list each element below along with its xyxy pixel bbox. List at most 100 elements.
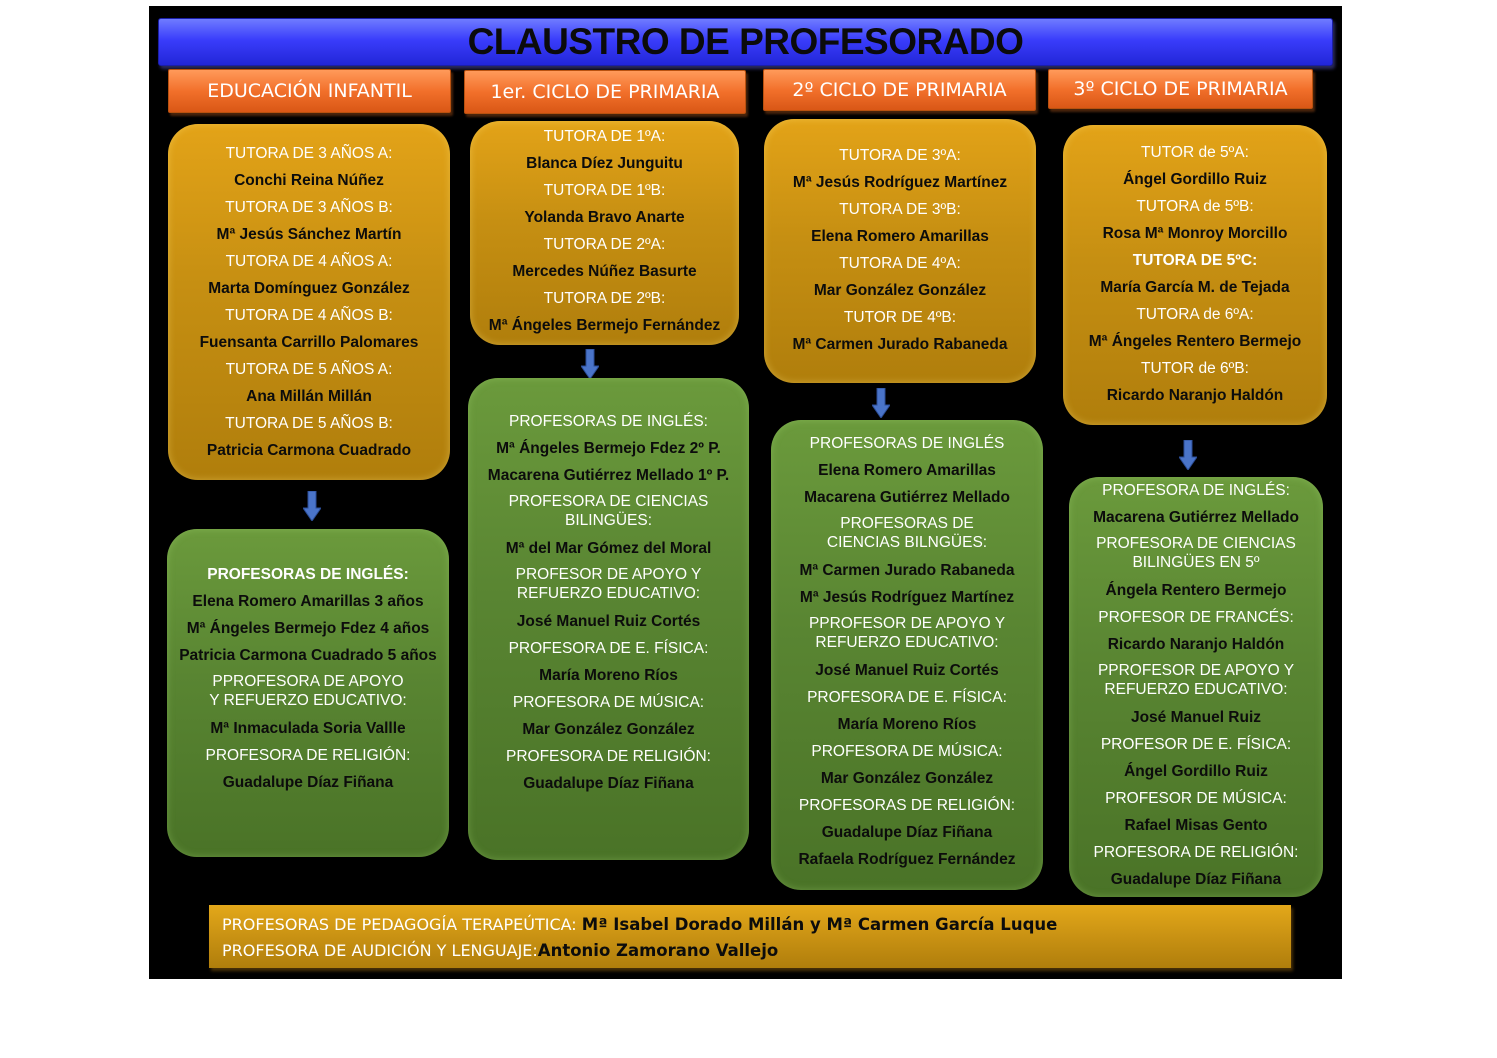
role-label: PROFESORAS DE CIENCIAS BILNGÜES: <box>826 515 988 551</box>
title-banner: CLAUSTRO DE PROFESORADO <box>158 18 1333 66</box>
down-arrow-icon <box>872 388 890 418</box>
teacher-name: Elena Romero Amarillas 3 años <box>192 593 424 610</box>
role-label: TUTORA DE 3ºB: <box>839 201 961 218</box>
role-label: PROFESORA DE MÚSICA: <box>512 694 705 711</box>
role-label: TUTORA DE 5 AÑOS A: <box>225 361 393 378</box>
teacher-name: Mª Ángeles Bermejo Fdez 2º P. <box>496 440 721 457</box>
teacher-name: Mar González González <box>820 770 994 787</box>
role-label: PROFESORAS DE RELIGIÓN: <box>798 797 1016 814</box>
teacher-name: Mª Inmaculada Soria Vallle <box>210 720 406 737</box>
teacher-name: José Manuel Ruiz Cortés <box>516 613 701 630</box>
role-label: PROFESORA DE MÚSICA: <box>811 743 1003 760</box>
teacher-name: Mª Carmen Jurado Rabaneda <box>799 562 1015 579</box>
teacher-name: Mª Ángeles Bermejo Fernández <box>488 317 721 334</box>
role-label: PROFESORA DE RELIGIÓN: <box>1093 844 1299 861</box>
teacher-name: Yolanda Bravo Anarte <box>524 209 685 226</box>
teacher-name: Macarena Gutiérrez Mellado <box>1093 509 1299 526</box>
teacher-name: Elena Romero Amarillas <box>811 228 989 245</box>
role-label: PROFESOR DE MÚSICA: <box>1105 790 1287 807</box>
tutors-panel-tercer-ciclo: TUTOR de 5ºA: Ángel Gordillo Ruiz TUTORA… <box>1063 125 1327 425</box>
teacher-name: José Manuel Ruiz Cortés <box>815 662 999 679</box>
role-label: TUTOR de 6ºB: <box>1141 360 1249 377</box>
teacher-name: Mª Jesús Rodríguez Martínez <box>792 174 1008 191</box>
teacher-name: Macarena Gutiérrez Mellado 1º P. <box>487 467 730 484</box>
role-label: PROFESORA DE E. FÍSICA: <box>807 689 1007 706</box>
teacher-name: María Moreno Ríos <box>539 667 678 684</box>
tutors-panel-infantil: TUTORA DE 3 AÑOS A: Conchi Reina Núñez T… <box>168 124 450 480</box>
teacher-name: Guadalupe Díaz Fiñana <box>222 774 394 791</box>
teacher-name: Ricardo Naranjo Haldón <box>1107 636 1285 653</box>
teacher-name: Ana Millán Millán <box>246 388 372 405</box>
teacher-name: Mª del Mar Gómez del Moral <box>505 540 712 557</box>
specialists-panel-tercer-ciclo: PROFESORA DE INGLÉS: Macarena Gutiérrez … <box>1069 477 1323 897</box>
role-label: TUTORA DE 4 AÑOS A: <box>225 253 393 270</box>
teacher-name: Blanca Díez Junguitu <box>526 155 683 172</box>
role-label: TUTORA DE 4ºA: <box>839 255 961 272</box>
role-label: PPROFESORA DE APOYO Y REFUERZO EDUCATIVO… <box>209 673 407 709</box>
teacher-name: Rosa Mª Monroy Morcillo <box>1102 225 1288 242</box>
teacher-name: Macarena Gutiérrez Mellado <box>804 489 1010 506</box>
teacher-name: María García M. de Tejada <box>1100 279 1290 296</box>
role-label: TUTORA DE 1ºA: <box>543 128 666 145</box>
role-label: TUTORA DE 3ºA: <box>839 147 961 164</box>
teacher-name: María Moreno Ríos <box>837 716 977 733</box>
teacher-name: Marta Domínguez González <box>208 280 410 297</box>
teacher-name: Guadalupe Díaz Fiñana <box>523 775 694 792</box>
teacher-name: Rafaela Rodríguez Fernández <box>798 851 1016 868</box>
role-label: TUTORA DE 2ºB: <box>543 290 666 307</box>
footer-pt-line: PROFESORAS DE PEDAGOGÍA TERAPEÚTICA: Mª … <box>222 912 1291 938</box>
teacher-name: Mª Isabel Dorado Millán y Mª Carmen Garc… <box>581 915 1058 934</box>
teacher-name: Ángel Gordillo Ruiz <box>1123 171 1267 188</box>
teacher-name: Mª Ángeles Rentero Bermejo <box>1088 333 1302 350</box>
teacher-name: Mª Ángeles Bermejo Fdez 4 años <box>186 620 430 637</box>
role-label: PROFESORA DE CIENCIAS BILINGÜES: <box>508 493 709 529</box>
role-label: PROFESORA DE RELIGIÓN: <box>506 748 711 765</box>
header-educacion-infantil: EDUCACIÓN INFANTIL <box>168 69 451 113</box>
role-label: PROFESORA DE AUDICIÓN Y LENGUAJE: <box>222 941 538 960</box>
tutors-panel-primer-ciclo: TUTORA DE 1ºA: Blanca Díez Junguitu TUTO… <box>470 121 739 345</box>
tutors-panel-segundo-ciclo: TUTORA DE 3ºA: Mª Jesús Rodríguez Martín… <box>764 119 1036 383</box>
role-label: TUTORA de 6ºA: <box>1136 306 1254 323</box>
role-label: TUTORA DE 1ºB: <box>543 182 666 199</box>
teacher-name: Ángela Rentero Bermejo <box>1105 582 1287 599</box>
teacher-name: Rafael Misas Gento <box>1124 817 1268 834</box>
header-primer-ciclo: 1er. CICLO DE PRIMARIA <box>464 70 746 114</box>
specialists-panel-primer-ciclo: PROFESORAS DE INGLÉS: Mª Ángeles Bermejo… <box>468 378 749 860</box>
role-label: PROFESORAS DE PEDAGOGÍA TERAPEÚTICA: <box>222 915 577 934</box>
role-label: TUTORA DE 3 AÑOS B: <box>225 199 393 216</box>
role-label: PROFESOR DE E. FÍSICA: <box>1100 736 1292 753</box>
role-label: PROFESORA DE E. FÍSICA: <box>508 640 709 657</box>
role-label: PROFESORAS DE INGLÉS <box>809 435 1005 452</box>
role-label: PPROFESOR DE APOYO Y REFUERZO EDUCATIVO: <box>808 615 1006 651</box>
role-label: TUTORA de 5ºB: <box>1136 198 1254 215</box>
role-label: PROFESORA DE RELIGIÓN: <box>205 747 411 764</box>
chart-title: CLAUSTRO DE PROFESORADO <box>467 21 1024 62</box>
role-label: PROFESOR DE FRANCÉS: <box>1098 609 1294 626</box>
down-arrow-icon <box>581 349 599 379</box>
teacher-name: Conchi Reina Núñez <box>234 172 384 189</box>
teacher-name: Antonio Zamorano Vallejo <box>537 941 779 960</box>
down-arrow-icon <box>1179 440 1197 470</box>
teacher-name: Fuensanta Carrillo Palomares <box>199 334 419 351</box>
teacher-name: Guadalupe Díaz Fiñana <box>1110 871 1282 888</box>
role-label: PROFESOR DE APOYO Y REFUERZO EDUCATIVO: <box>515 566 702 602</box>
down-arrow-icon <box>303 491 321 521</box>
teacher-name: Ángel Gordillo Ruiz <box>1124 763 1268 780</box>
role-label: TUTORA DE 5ºC: <box>1132 252 1258 269</box>
role-label: PROFESORA DE INGLÉS: <box>1102 482 1290 499</box>
teacher-name: Guadalupe Díaz Fiñana <box>821 824 993 841</box>
role-label: TUTORA DE 3 AÑOS A: <box>225 145 393 162</box>
role-label: PROFESORA DE CIENCIAS BILINGÜES EN 5º <box>1096 535 1296 571</box>
teacher-name: Patricia Carmona Cuadrado 5 años <box>179 647 437 664</box>
teacher-name: Ricardo Naranjo Haldón <box>1106 387 1284 404</box>
specialists-panel-infantil: PROFESORAS DE INGLÉS: Elena Romero Amari… <box>167 529 449 857</box>
teacher-name: Mª Jesús Rodríguez Martínez <box>799 589 1015 606</box>
role-label: PROFESORAS DE INGLÉS: <box>509 413 708 430</box>
teacher-name: José Manuel Ruiz <box>1130 709 1262 726</box>
role-label: TUTOR de 5ºA: <box>1141 144 1249 161</box>
header-tercer-ciclo: 3º CICLO DE PRIMARIA <box>1048 69 1313 109</box>
teacher-name: Patricia Carmona Cuadrado <box>206 442 412 459</box>
teacher-name: Mª Carmen Jurado Rabaneda <box>792 336 1008 353</box>
footer-al-line: PROFESORA DE AUDICIÓN Y LENGUAJE:Antonio… <box>222 938 1291 964</box>
header-segundo-ciclo: 2º CICLO DE PRIMARIA <box>763 69 1036 111</box>
